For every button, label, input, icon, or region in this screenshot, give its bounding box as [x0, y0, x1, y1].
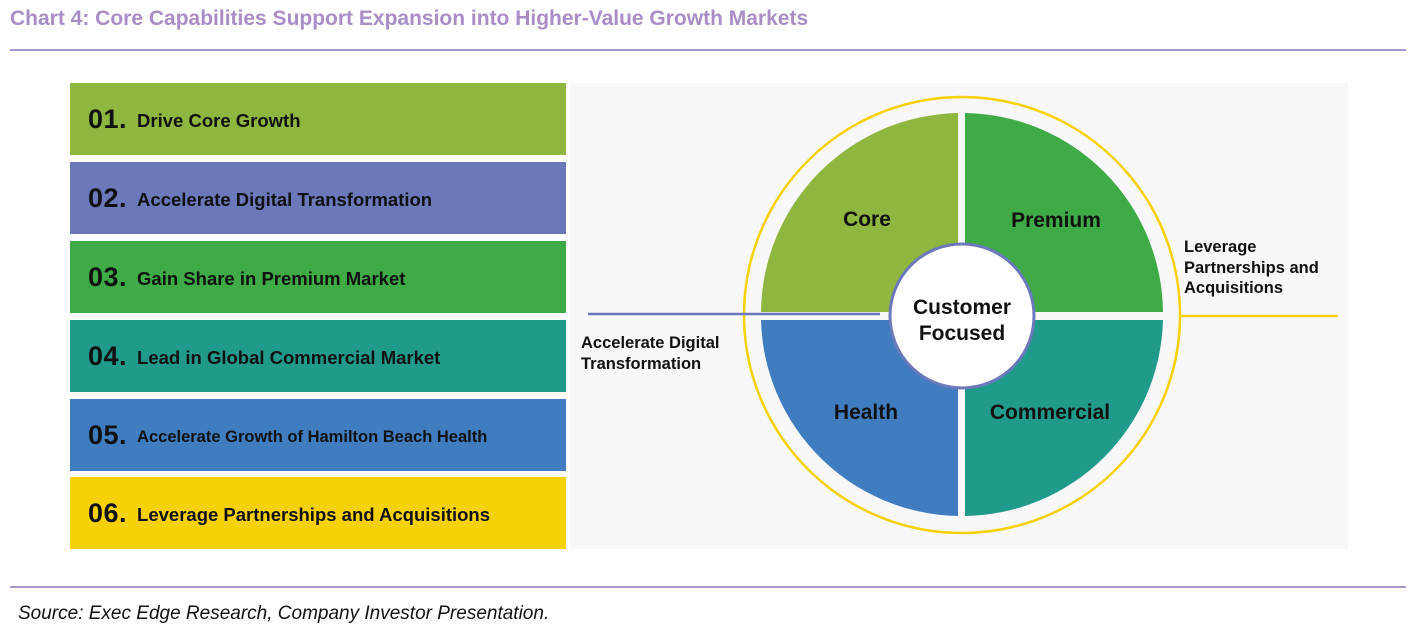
capability-number: 04. — [88, 340, 128, 371]
capability-item-01: 01. Drive Core Growth — [70, 83, 566, 155]
capability-number: 03. — [88, 261, 128, 292]
segment-core-label: Core — [843, 208, 891, 231]
capability-number: 02. — [88, 182, 128, 213]
capability-number: 05. — [88, 419, 128, 450]
capability-item-04: 04. Lead in Global Commercial Market — [70, 320, 566, 392]
digital-annotation-line1: Accelerate Digital — [581, 334, 719, 352]
digital-annotation-line2: Transformation — [581, 355, 701, 373]
center-label-line1: Customer — [913, 296, 1011, 319]
capability-item-05: 05. Accelerate Growth of Hamilton Beach … — [70, 399, 566, 471]
segment-core — [761, 113, 958, 312]
capability-item-03: 03. Gain Share in Premium Market — [70, 241, 566, 313]
capability-label: Gain Share in Premium Market — [137, 268, 406, 289]
capability-number: 06. — [88, 497, 128, 528]
capability-number: 01. — [88, 103, 128, 134]
segment-premium-label: Premium — [1011, 209, 1101, 232]
capability-label: Lead in Global Commercial Market — [137, 347, 441, 368]
segment-commercial — [965, 320, 1163, 516]
partnerships-annotation-line2: Partnerships and — [1184, 259, 1319, 277]
capability-label: Leverage Partnerships and Acquisitions — [137, 504, 491, 525]
source-note: Source: Exec Edge Research, Company Inve… — [18, 603, 550, 624]
partnerships-annotation-line1: Leverage — [1184, 238, 1256, 256]
capability-label: Accelerate Digital Transformation — [137, 189, 433, 210]
capability-label: Drive Core Growth — [137, 110, 301, 131]
capability-item-06: 06. Leverage Partnerships and Acquisitio… — [70, 477, 566, 549]
segment-commercial-label: Commercial — [990, 401, 1110, 424]
segment-health — [761, 320, 958, 516]
growth-markets-diagram: Core Premium Health Commercial Customer … — [581, 95, 1338, 535]
segment-health-label: Health — [834, 401, 898, 424]
bottom-divider — [10, 586, 1406, 588]
center-label-line2: Focused — [919, 322, 1005, 345]
capability-item-02: 02. Accelerate Digital Transformation — [70, 162, 566, 234]
partnerships-annotation-line3: Acquisitions — [1184, 279, 1283, 297]
chart-title: Chart 4: Core Capabilities Support Expan… — [10, 7, 809, 30]
top-divider — [10, 49, 1406, 51]
segment-premium — [965, 113, 1163, 312]
center-circle — [888, 242, 1036, 390]
capability-label: Accelerate Growth of Hamilton Beach Heal… — [137, 427, 488, 446]
